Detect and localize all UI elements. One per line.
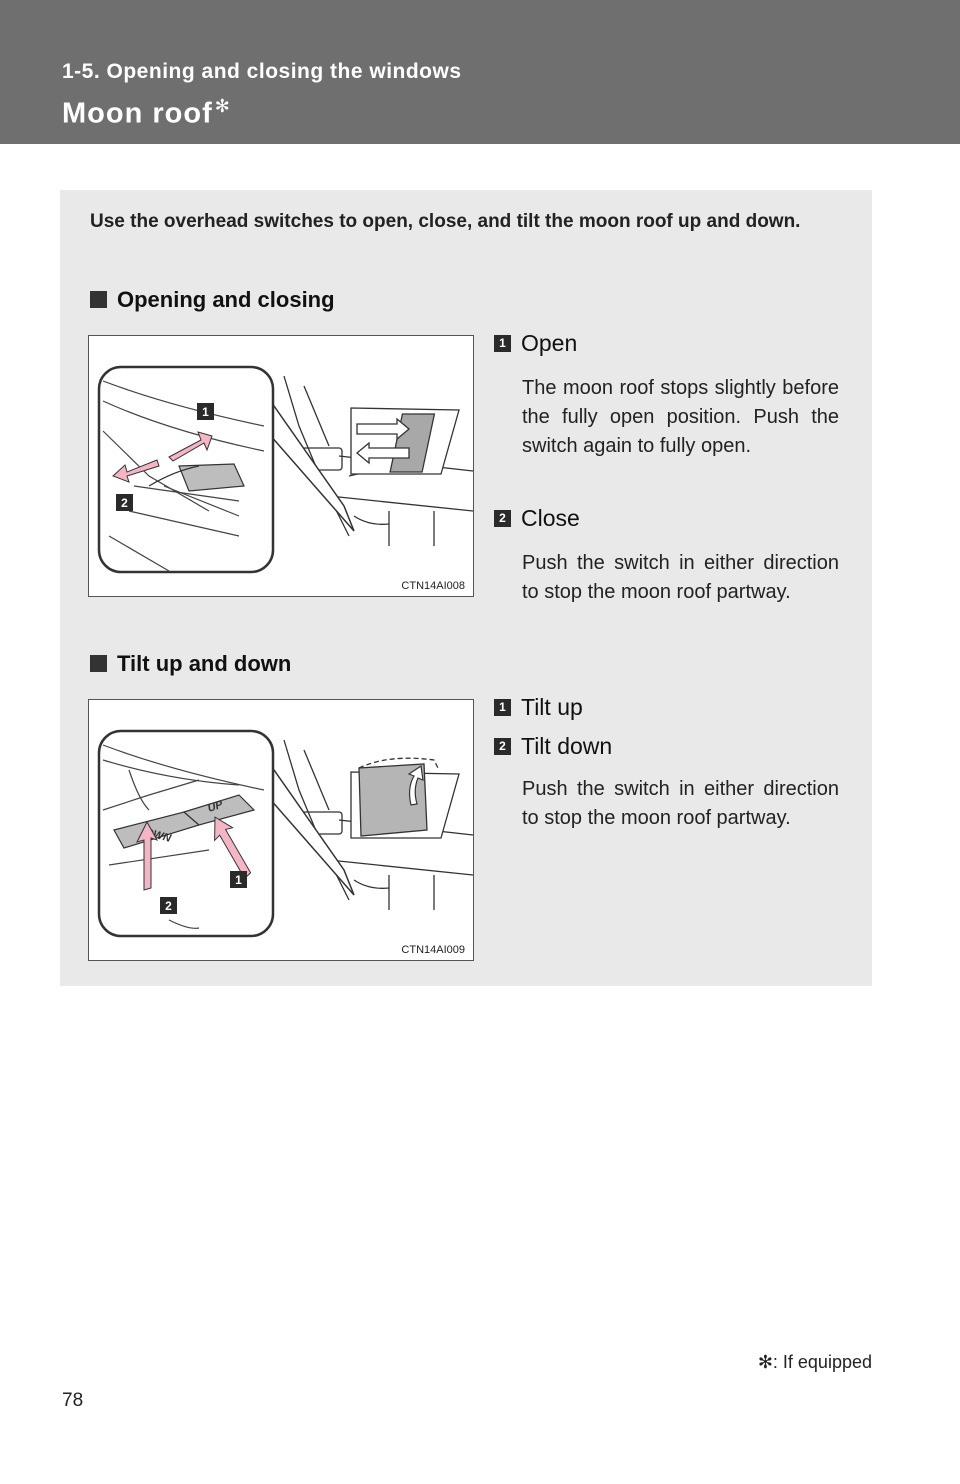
section-heading-opening: Opening and closing: [90, 287, 335, 313]
number-badge: 1: [494, 334, 511, 352]
callout-2-label: 2: [121, 496, 128, 510]
item-open: 1 Open The moon roof stops slightly befor…: [494, 328, 839, 461]
if-equipped-marker: ✻: [214, 96, 231, 116]
page-title: Moon roof✻: [62, 96, 231, 131]
section-heading-text: Tilt up and down: [117, 651, 292, 676]
item-close: 2 Close Push the switch in either directi…: [494, 503, 839, 607]
footnote: ✻: If equipped: [758, 1352, 872, 1373]
item-title: Close: [521, 504, 580, 531]
item-text: Push the switch in either direction to s…: [522, 552, 839, 603]
number-badge: 2: [494, 509, 511, 527]
square-bullet-icon: [90, 655, 107, 672]
callout-1-label: 1: [202, 405, 209, 419]
moon-roof-switch-illustration: 1 2: [97, 365, 473, 574]
page-title-text: Moon roof: [62, 97, 213, 130]
square-bullet-icon: [90, 291, 107, 308]
header-bar: 1-5. Opening and closing the windows Moo…: [0, 0, 960, 144]
footnote-text: : If equipped: [772, 1352, 872, 1372]
callout-1-label: 1: [235, 873, 242, 887]
figure-tilt: OWN UP 1 2 CTN14AI009: [88, 699, 474, 961]
figure-code: CTN14AI008: [401, 580, 465, 592]
switch-up-label: UP: [206, 799, 225, 815]
moon-roof-tilt-illustration: OWN UP 1 2: [97, 729, 473, 938]
item-tilt-down: 2 Tilt down Push the switch in either dir…: [494, 731, 839, 833]
intro-text: Use the overhead switches to open, close…: [90, 211, 801, 232]
callout-2-label: 2: [165, 899, 172, 913]
section-label: 1-5. Opening and closing the windows: [62, 60, 462, 83]
item-text: The moon roof stops slightly before the …: [522, 377, 839, 457]
section-heading-text: Opening and closing: [117, 287, 335, 312]
item-title: Open: [521, 329, 578, 356]
item-text: Push the switch in either direction to s…: [522, 778, 839, 829]
number-badge: 1: [494, 698, 511, 716]
figure-code: CTN14AI009: [401, 944, 465, 956]
if-equipped-marker: ✻: [757, 1352, 773, 1372]
item-tilt-up: 1 Tilt up: [494, 692, 839, 722]
item-title: Tilt down: [521, 732, 613, 759]
item-title: Tilt up: [521, 693, 583, 720]
page-number: 78: [62, 1390, 84, 1411]
section-heading-tilt: Tilt up and down: [90, 651, 291, 677]
number-badge: 2: [494, 737, 511, 755]
figure-opening-closing: 1 2 CTN14AI008: [88, 335, 474, 597]
